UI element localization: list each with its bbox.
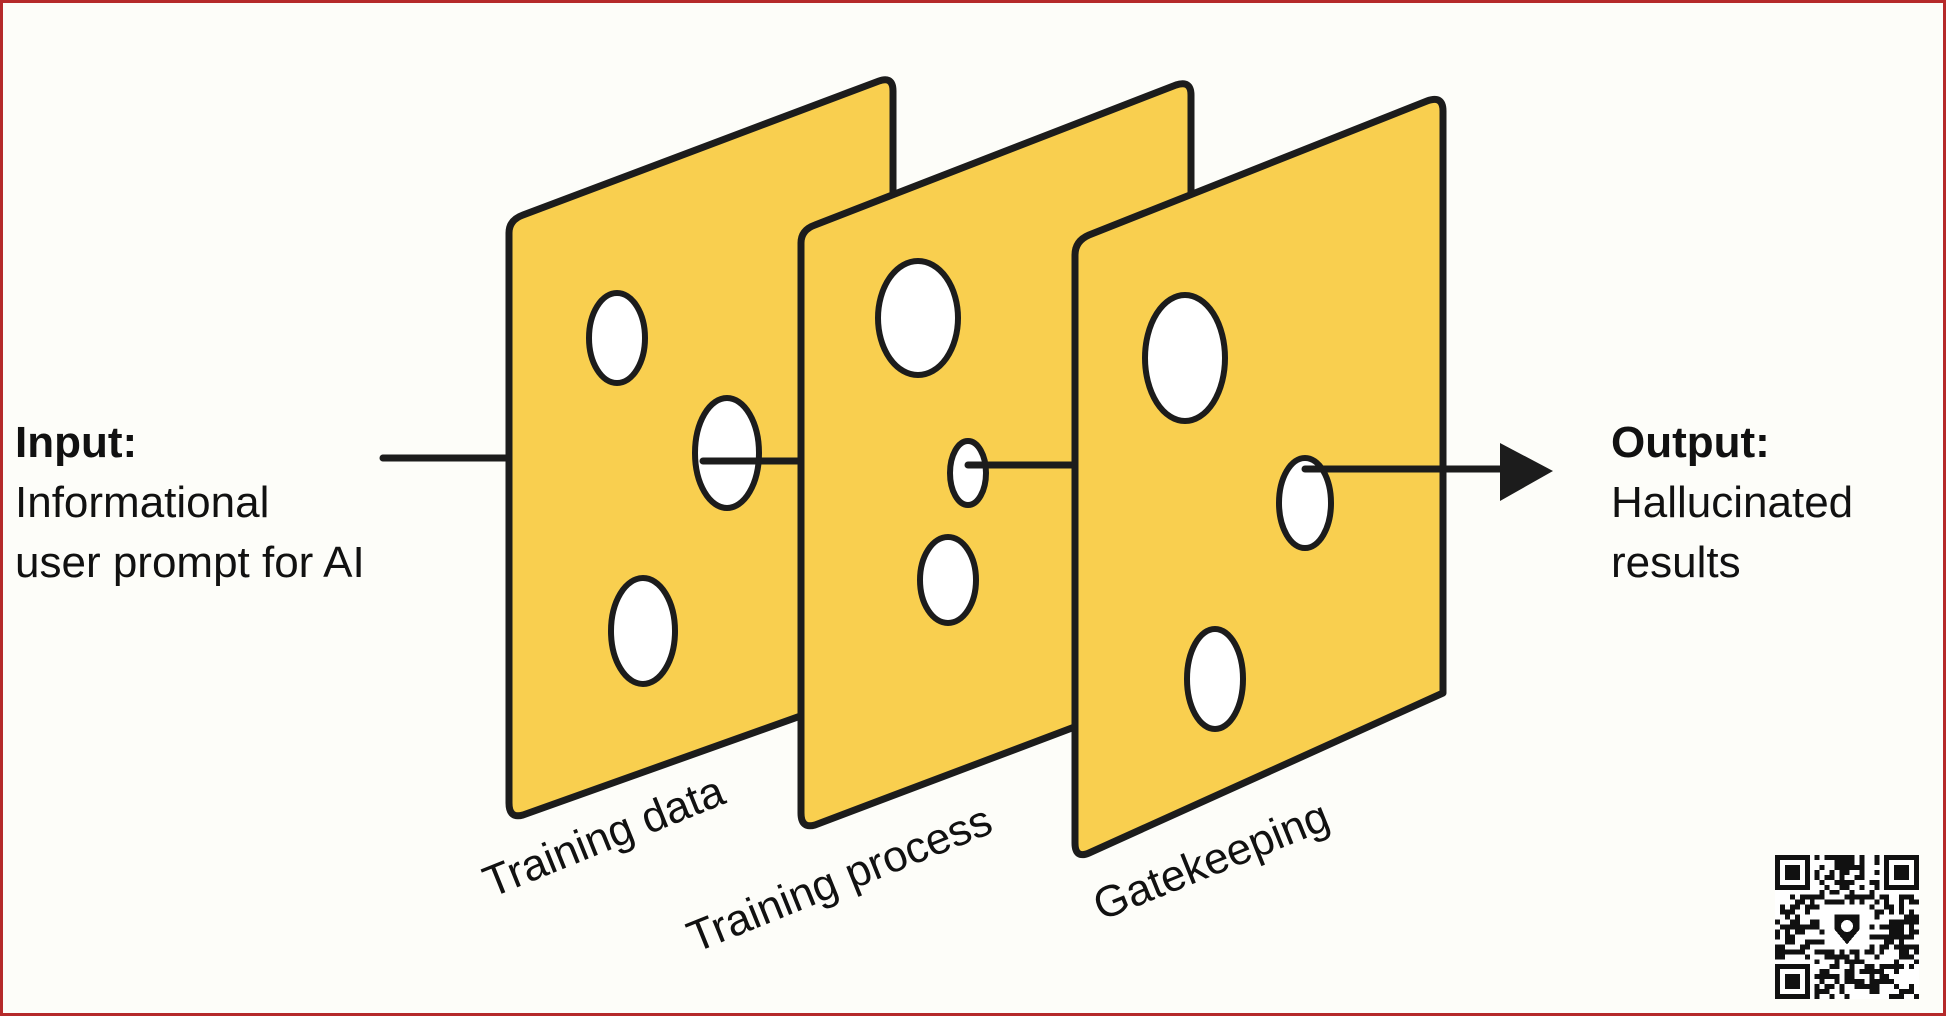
input-heading: Input: <box>15 418 138 467</box>
hole <box>1142 292 1228 424</box>
qr-code-icon[interactable] <box>1775 855 1919 999</box>
slice-training-data <box>505 76 897 820</box>
hole <box>875 258 961 378</box>
slice-label-training-process: Training process <box>680 796 998 963</box>
arrow-right-icon <box>1500 443 1553 501</box>
hole <box>692 395 762 511</box>
hole <box>586 290 648 386</box>
output-line-2: results <box>1611 538 1741 587</box>
hole <box>947 438 989 508</box>
input-line-1: Informational <box>15 478 270 527</box>
output-label: Output: Hallucinated results <box>1611 413 1853 593</box>
hole <box>608 575 678 687</box>
output-heading: Output: <box>1611 418 1770 467</box>
slice-gatekeeping <box>1071 95 1447 859</box>
hole <box>1276 455 1334 551</box>
hole <box>917 534 979 626</box>
input-label: Input: Informational user prompt for AI <box>15 413 365 593</box>
hole <box>1184 626 1246 732</box>
diagram-svg: Training data Training process Gatekeepi… <box>379 76 1553 963</box>
input-line-2: user prompt for AI <box>15 538 365 587</box>
output-line-1: Hallucinated <box>1611 478 1854 527</box>
